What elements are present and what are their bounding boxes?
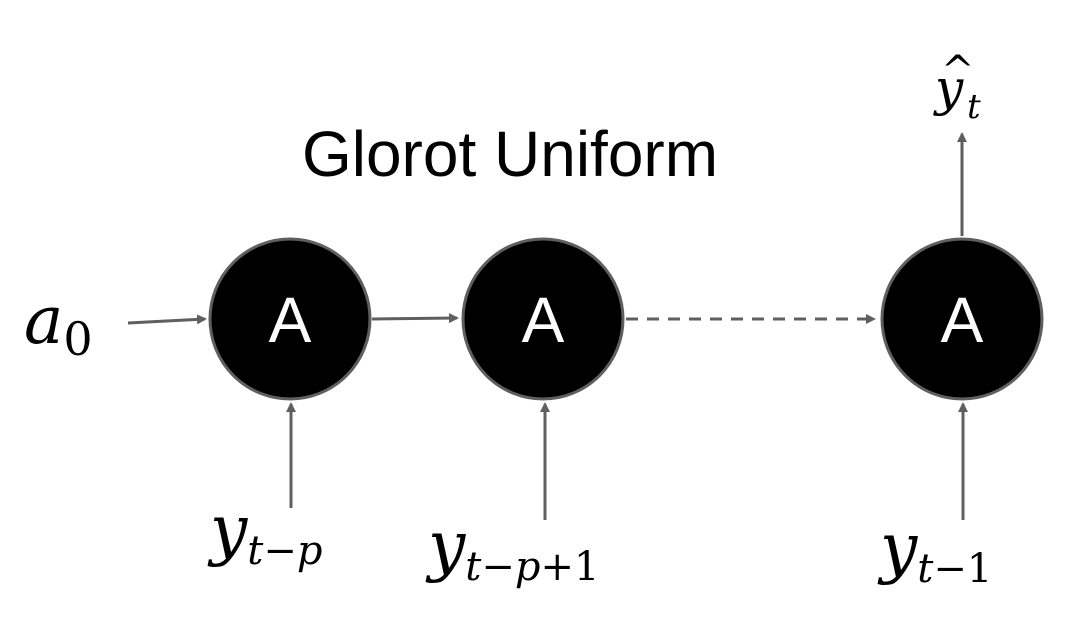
input-1-label: yt−p: [207, 491, 323, 574]
rnn-cell-2: A: [461, 237, 625, 401]
output-hat: ^: [941, 48, 975, 94]
rnn-cell-1: A: [208, 237, 372, 401]
input-2-sub: t−p: [465, 544, 540, 590]
input-1-base: y: [207, 491, 248, 568]
output-base: y: [933, 59, 964, 117]
initial-state-base: a: [24, 282, 63, 359]
rnn-cell-1-label: A: [269, 284, 312, 356]
arrow-node1-to-node2: [371, 313, 459, 324]
diagram-title: Glorot Uniform: [302, 118, 718, 190]
input-3-base: y: [877, 509, 918, 586]
output-sub: t: [967, 87, 981, 127]
rnn-cell-2-label: A: [522, 284, 565, 356]
output-label: y ^ t: [933, 48, 981, 127]
rnn-cell-3-label: A: [941, 284, 984, 356]
input-2-label: yt−p+1: [425, 507, 599, 590]
input-2-base: y: [425, 507, 466, 584]
rnn-cell-3: A: [880, 237, 1044, 401]
input-3-label: yt−1: [877, 509, 992, 592]
input-2-sub-plain: +1: [541, 544, 600, 590]
initial-state-label: a0: [24, 282, 93, 366]
input-3-sub-plain: 1: [967, 546, 992, 592]
input-1-sub: t−p: [247, 528, 322, 574]
arrow-a0-to-node1: [127, 314, 207, 325]
input-3-sub: t−: [917, 546, 967, 592]
initial-state-sub: 0: [63, 312, 92, 366]
